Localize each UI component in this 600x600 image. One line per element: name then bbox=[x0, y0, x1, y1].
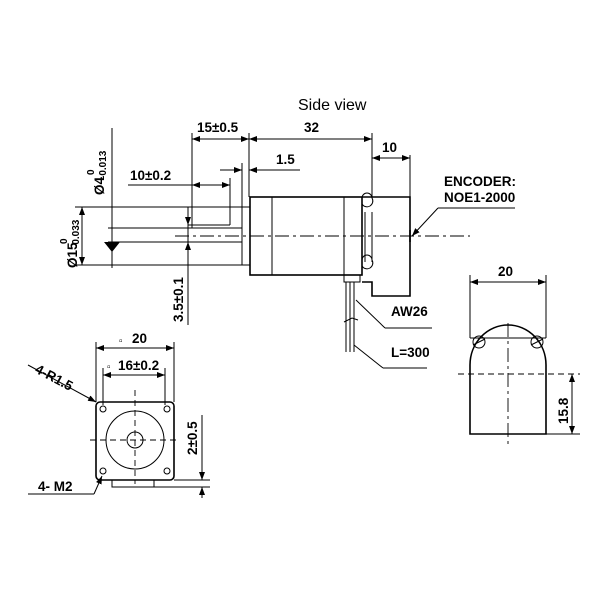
arrow-icon bbox=[104, 242, 120, 252]
svg-text:▫: ▫ bbox=[107, 362, 111, 373]
dim-15-8-text: 15.8 bbox=[556, 397, 571, 424]
drawing-title: Side view bbox=[298, 97, 367, 114]
rear-view: 20 15.8 bbox=[458, 264, 580, 445]
svg-text:-0.013: -0.013 bbox=[98, 150, 109, 179]
mount-holes-label: 4- M2 bbox=[38, 479, 73, 494]
screw-icon bbox=[472, 335, 486, 349]
mount-hole bbox=[99, 405, 107, 413]
shaft bbox=[187, 227, 243, 243]
dim-rear-20-text: 20 bbox=[498, 264, 513, 279]
screw-icon bbox=[361, 192, 374, 208]
mount-hole bbox=[163, 467, 171, 475]
dim-10-text: 10 bbox=[382, 140, 397, 155]
screw-icon bbox=[530, 335, 544, 349]
dim-32-text: 32 bbox=[304, 120, 319, 135]
dim-dia4-text: Ø4 bbox=[92, 176, 107, 195]
encoder-label: ENCODER: bbox=[444, 174, 516, 189]
mount-hole bbox=[99, 467, 107, 475]
svg-text:-0.033: -0.033 bbox=[71, 219, 82, 248]
dim-15-text: 15±0.5 bbox=[197, 120, 239, 135]
front-view: ▫ 20 ▫ 16±0.2 4-R1.5 4- M2 2±0.5 bbox=[27, 331, 210, 498]
dim-16-text: 16±0.2 bbox=[118, 358, 159, 373]
wire-length-label: L=300 bbox=[391, 345, 430, 360]
corner-radius-label: 4-R1.5 bbox=[33, 361, 76, 393]
wire-gauge-label: AW26 bbox=[391, 304, 428, 319]
dim-2-text: 2±0.5 bbox=[185, 421, 200, 455]
encoder-model: NOE1-2000 bbox=[444, 190, 515, 205]
dim-10-02-text: 10±0.2 bbox=[130, 168, 171, 183]
mount-hole bbox=[163, 405, 171, 413]
encoder-rear bbox=[469, 324, 547, 435]
svg-text:0: 0 bbox=[59, 238, 70, 244]
screw-icon bbox=[361, 254, 374, 270]
svg-text:▫: ▫ bbox=[119, 336, 123, 347]
dim-dia15-text: Ø15 bbox=[65, 242, 80, 268]
side-view: 15±0.5 32 10 1.5 10±0.2 Ø15 0 -0.033 bbox=[59, 120, 516, 369]
dim-3-5-text: 3.5±0.1 bbox=[171, 277, 186, 322]
dim-front-20-text: 20 bbox=[132, 331, 147, 346]
encoder-housing bbox=[362, 196, 411, 297]
svg-text:0: 0 bbox=[86, 169, 97, 175]
dim-1-5-text: 1.5 bbox=[276, 152, 295, 167]
